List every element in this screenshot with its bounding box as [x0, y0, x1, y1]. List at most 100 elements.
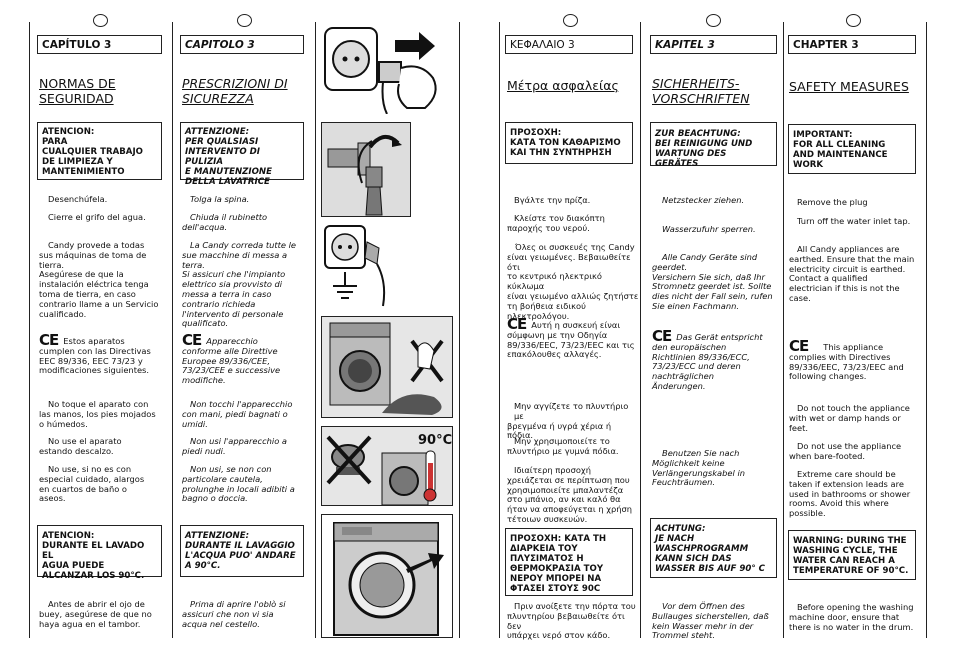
- line: βρεγμένα ή υγρά χέρια ή: [507, 420, 612, 431]
- chapter-label: ΚΕΦΑΛΑΙΟ 3: [505, 35, 633, 54]
- line: l'intervento di personale: [182, 308, 284, 319]
- line: Verlängerungskabel in: [652, 467, 746, 478]
- line: είναι γειωμένο αλλιώς ζητήστε: [507, 290, 639, 301]
- ce-mark-icon: CE: [507, 315, 527, 333]
- line: elettrico sia provvisto di: [182, 279, 283, 290]
- line: Πριν ανοίξετε την πόρτα του: [514, 601, 636, 611]
- line: Chiuda il rubinetto: [190, 212, 268, 222]
- text-earth: Alle Candy Geräte sind geerdet. Versiche…: [652, 252, 782, 312]
- warning-line: ATENCION:: [42, 531, 95, 541]
- text-earth: All Candy appliances are earthed. Ensure…: [789, 244, 924, 304]
- attention-line: IMPORTANT:: [793, 130, 853, 140]
- line: EEC 89/336, EEC 73/23 y: [39, 355, 143, 366]
- chapter-label: CAPÍTULO 3: [37, 35, 162, 54]
- line: χρειάζεται σε περίπτωση που: [507, 474, 630, 485]
- line: Alle Candy Geräte sind: [662, 252, 758, 262]
- title-line: PRESCRIZIONI DI: [182, 76, 288, 91]
- line: παροχής του νερού.: [507, 222, 590, 233]
- line: when bare-footed.: [789, 450, 866, 461]
- text-tap: Wasserzufuhr sperren.: [662, 224, 756, 234]
- punch-hole: [237, 14, 252, 27]
- line: 89/336/EEC, 73/23/EEC και τις: [507, 339, 635, 350]
- line: La Candy correda tutte le: [190, 240, 297, 250]
- text-wet-hands: Non tocchi l'apparecchio con mani, piedi…: [182, 399, 312, 429]
- attention-line: MANTENIMIENTO: [42, 167, 125, 177]
- unplug-illustration: [321, 22, 453, 114]
- line: Do not use the appliance: [797, 441, 902, 451]
- line: den europäischen: [652, 341, 727, 352]
- text-extension: Non usi, se non con particolare cautela,…: [182, 464, 312, 504]
- text-door: Vor dem Öffnen des Bullauges sicherstell…: [652, 601, 782, 641]
- line: electrician if this is not the: [789, 283, 900, 294]
- line: All Candy appliances are: [797, 244, 900, 254]
- chapter-label: CAPITOLO 3: [180, 35, 304, 54]
- temperature-label: 90°C: [418, 433, 453, 448]
- attention-line: E MANUTENZIONE: [185, 167, 272, 177]
- line: Bullauges sicherstellen, daß: [652, 610, 769, 621]
- ce-mark-icon: CE: [182, 331, 202, 349]
- line: είναι γειωμένες. Βεβαιωθείτε ότι: [507, 251, 631, 272]
- line: τη βοήθεια ειδικού: [507, 300, 586, 311]
- line: assicuri che non vi sia: [182, 608, 274, 619]
- line: No use, si no es con: [48, 464, 132, 474]
- line: Μην χρησιμοποιείτε το: [514, 436, 610, 446]
- line: Prima di aprire l'oblò si: [190, 599, 286, 609]
- text-earth: Όλες οι συσκευές της Candy είναι γειωμέν…: [507, 242, 639, 321]
- line: Candy provede a todas: [48, 240, 145, 250]
- warning-box: ACHTUNG: JE NACH WASCHPROGRAMM KANN SICH…: [650, 518, 777, 578]
- text-wet-hands: No toque el aparato con las manos, los p…: [39, 399, 169, 429]
- line: instalación eléctrica tenga: [39, 279, 149, 290]
- attention-box: IMPORTANT: FOR ALL CLEANING AND MAINTENA…: [788, 124, 916, 174]
- text-unplug: Βγάλτε την πρίζα.: [514, 195, 591, 205]
- line: ήταν να αποφεύγεται η χρήση: [507, 504, 633, 515]
- line: Richtlinien 89/336/ECC,: [652, 351, 750, 362]
- extension-reel-icon: [322, 427, 452, 505]
- attention-line: ΚΑΤΑ ΤΟΝ ΚΑΘΑΡΙΣΜΟ: [510, 138, 621, 148]
- text-earth: La Candy correda tutte le sue macchine d…: [182, 240, 312, 329]
- warning-line: ΘΕΡΜΟΚΡΑΣΙΑ ΤΟΥ: [510, 564, 604, 574]
- section-title: SICHERHEITS- VORSCHRIFTEN: [652, 76, 782, 106]
- attention-line: FOR ALL CLEANING: [793, 140, 886, 150]
- chapter-label: KAPITEL 3: [650, 35, 777, 54]
- line: Asegúrese de que la: [39, 269, 124, 280]
- divider: [499, 22, 500, 638]
- attention-line: ZUR BEACHTUNG:: [655, 129, 741, 139]
- text-extension: Extreme care should be taken if extensio…: [789, 469, 924, 519]
- text-barefoot: Μην χρησιμοποιείτε το πλυντήριο με γυμνά…: [507, 436, 639, 457]
- text-unplug: Netzstecker ziehen.: [662, 195, 745, 205]
- line: bagno o doccia.: [182, 493, 248, 504]
- line: complies with Directives: [789, 351, 891, 362]
- line: taken if extension leads are: [789, 478, 904, 489]
- punch-hole: [563, 14, 578, 27]
- line: toma de tierra, en caso: [39, 288, 136, 299]
- line: case.: [789, 292, 811, 303]
- line: used in bathrooms or shower: [789, 488, 911, 499]
- text-door: Πριν ανοίξετε την πόρτα του πλυντηρίου β…: [507, 601, 639, 641]
- line: Vor dem Öffnen des: [662, 601, 745, 611]
- door-illustration: [321, 514, 453, 638]
- title-line: SICUREZZA: [182, 91, 254, 106]
- line: Μην αγγίζετε το πλυντήριο με: [514, 401, 629, 421]
- title-line: NORMAS DE: [39, 76, 116, 91]
- line: geerdet.: [652, 261, 688, 272]
- line: No toque el aparato con: [48, 399, 149, 409]
- line: Non usi l'apparecchio a: [190, 436, 287, 446]
- chapter-label: CHAPTER 3: [788, 35, 916, 54]
- warning-line: ΠΛΥΣΙΜΑΤΟΣ Η: [510, 554, 584, 564]
- punch-hole: [93, 14, 108, 27]
- line: στο μπάνιο, αν και καλό θα: [507, 494, 621, 505]
- line: Stromnetz geerdet ist. Sollte: [652, 281, 772, 292]
- section-title: NORMAS DE SEGURIDAD: [39, 76, 169, 106]
- line: τέτοιων συσκευών.: [507, 513, 588, 524]
- line: Do not touch the appliance: [797, 403, 910, 413]
- attention-box: ATTENZIONE: PER QUALSIASI INTERVENTO DI …: [180, 122, 304, 187]
- text-wet-hands: Μην αγγίζετε το πλυντήριο με βρεγμένα ή …: [507, 401, 639, 441]
- line: Apparecchio: [206, 336, 258, 346]
- attention-line: ATTENZIONE:: [185, 127, 250, 137]
- line: Extreme care should be: [797, 469, 896, 479]
- line: kein Wasser mehr in der: [652, 620, 754, 631]
- line: earthed. Ensure that the main: [789, 253, 915, 264]
